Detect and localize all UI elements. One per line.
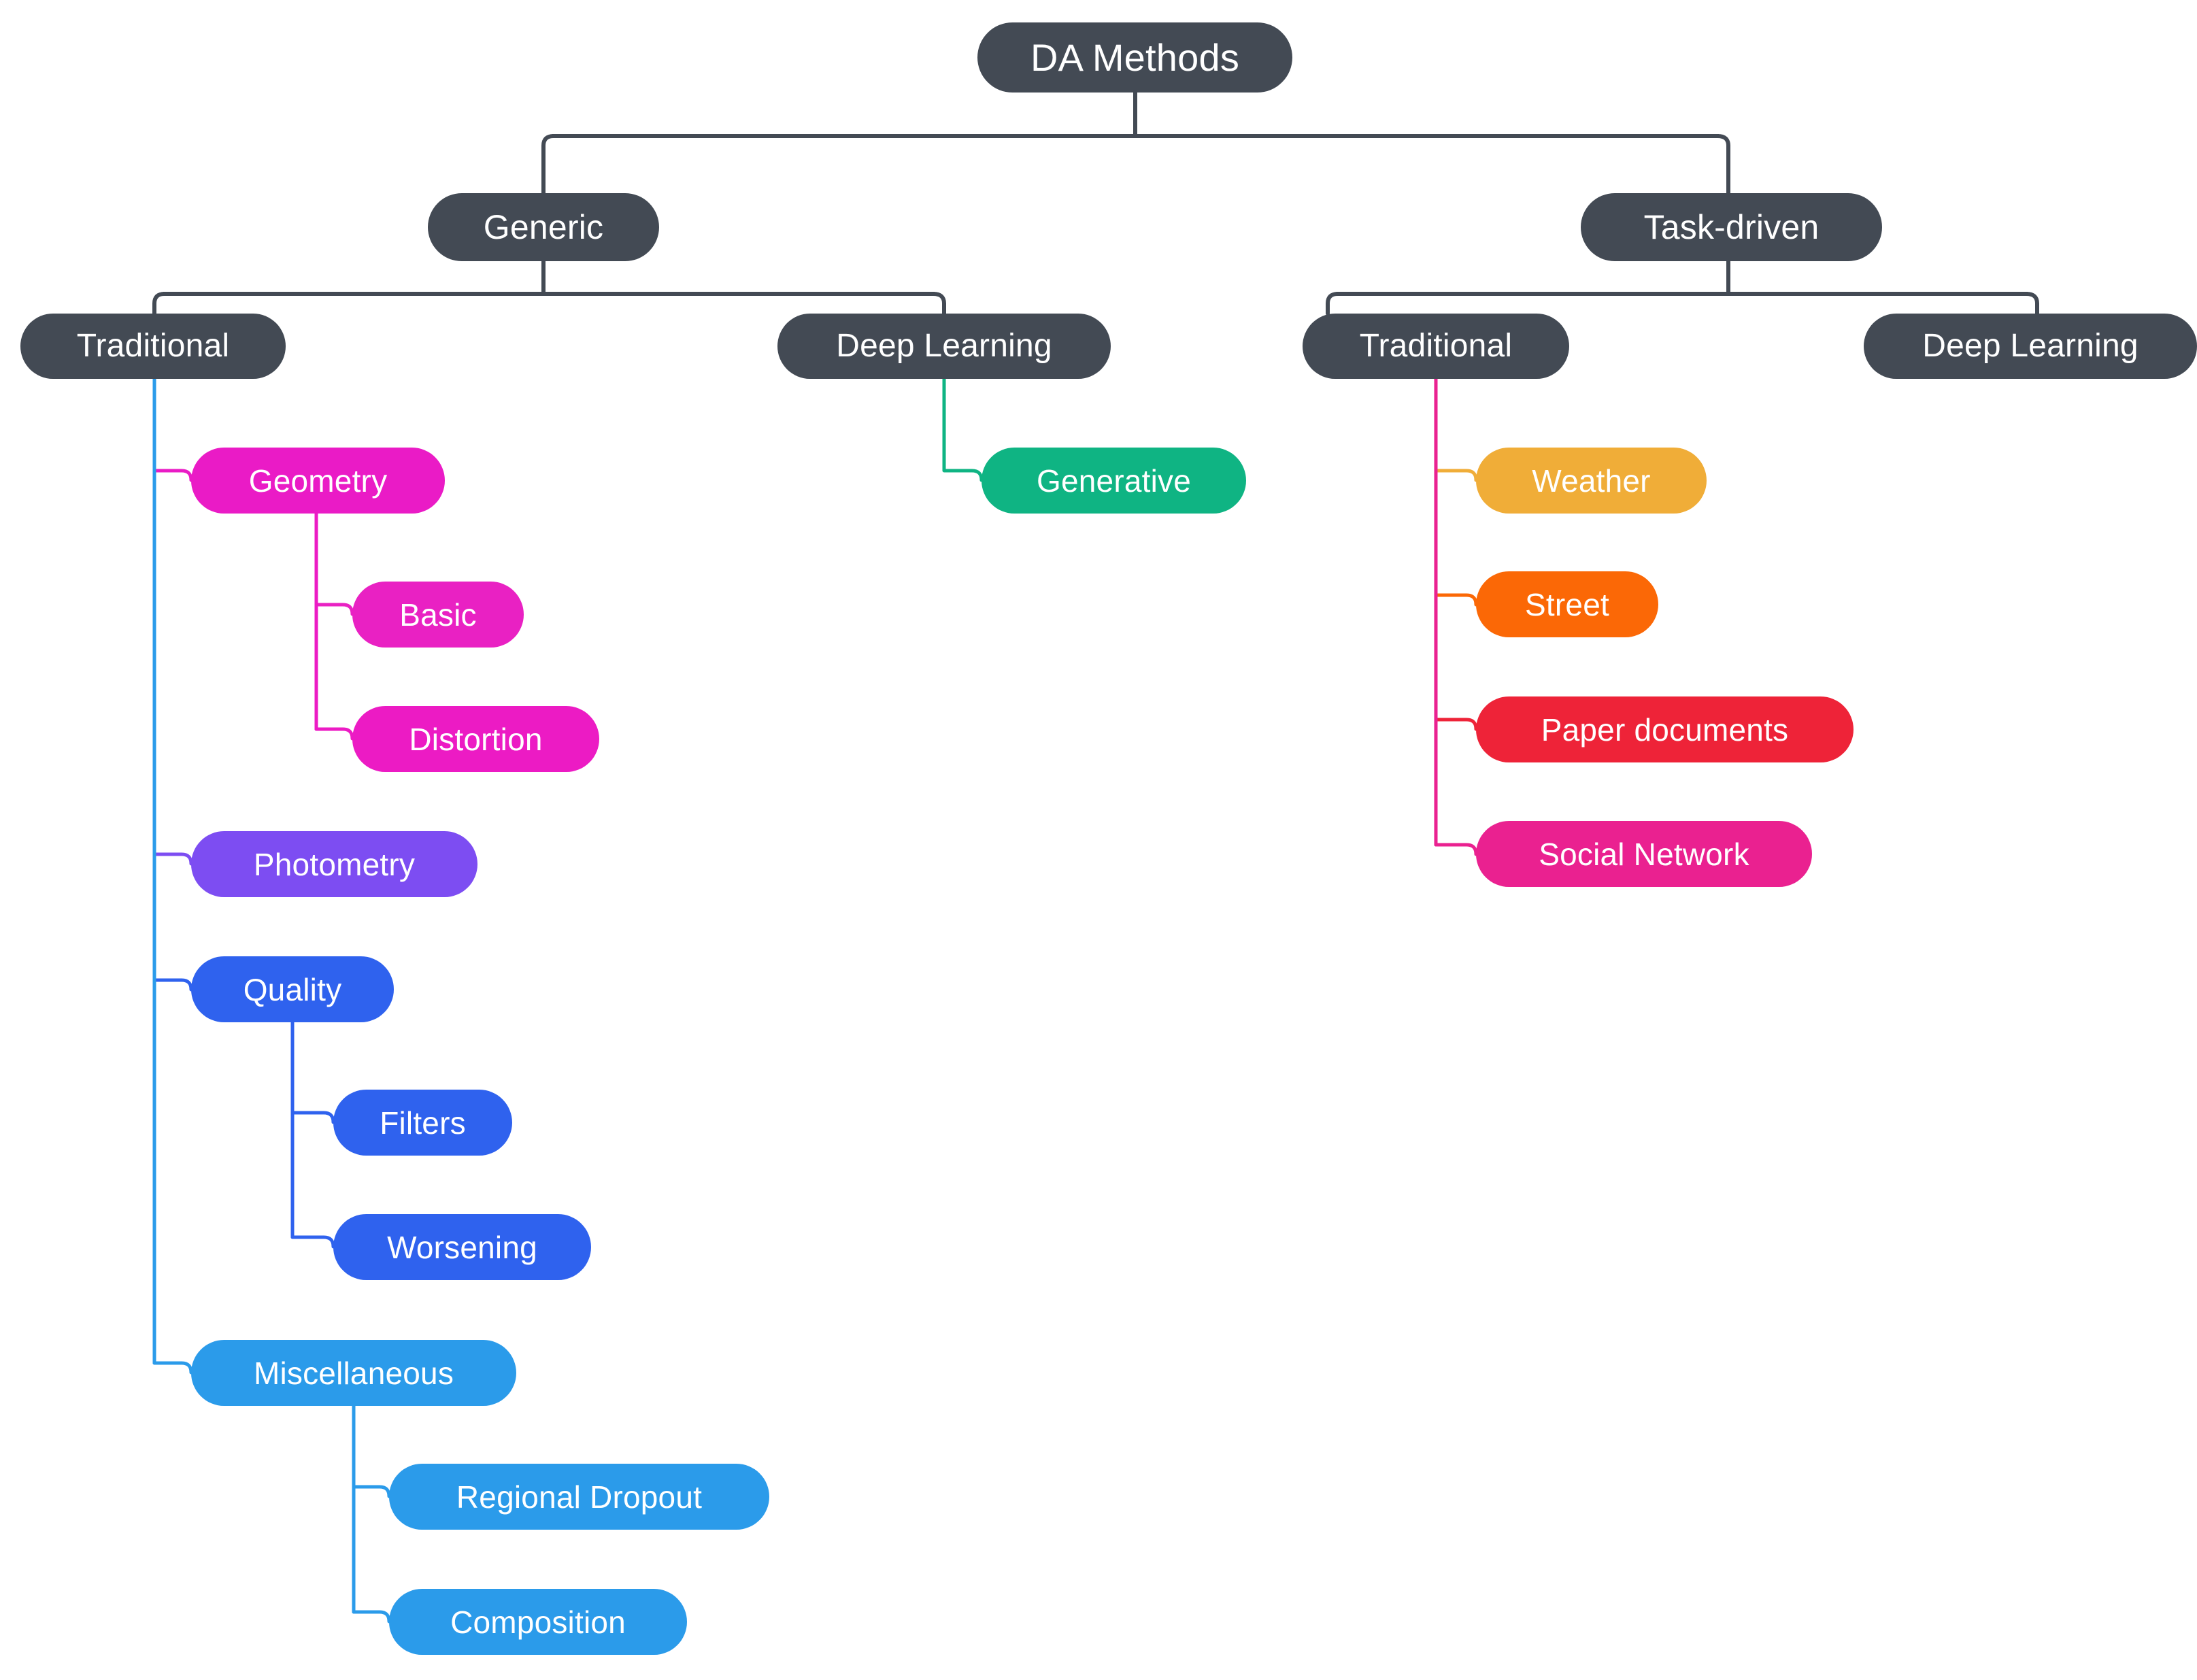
node-street[interactable]: Street bbox=[1476, 571, 1658, 637]
node-task-driven[interactable]: Task-driven bbox=[1581, 193, 1882, 261]
connector-miscellaneous-to-composition bbox=[352, 1610, 391, 1624]
node-worsening[interactable]: Worsening bbox=[333, 1214, 591, 1280]
node-label-generic: Generic bbox=[483, 208, 604, 246]
node-label-composition: Composition bbox=[450, 1604, 626, 1640]
connector-task-traditional-to-weather bbox=[1434, 469, 1478, 482]
node-generic-deep-learning[interactable]: Deep Learning bbox=[777, 314, 1111, 379]
node-label-generic-deep-learning: Deep Learning bbox=[836, 328, 1052, 364]
node-label-worsening: Worsening bbox=[387, 1229, 537, 1265]
node-da-methods[interactable]: DA Methods bbox=[977, 22, 1292, 93]
node-label-regional-dropout: Regional Dropout bbox=[456, 1479, 703, 1515]
node-label-photometry: Photometry bbox=[253, 846, 416, 882]
node-label-filters: Filters bbox=[380, 1105, 466, 1141]
node-generative[interactable]: Generative bbox=[982, 448, 1246, 514]
connector-generic-traditional-to-geometry bbox=[152, 469, 193, 482]
connector-generic-traditional-to-miscellaneous bbox=[152, 1361, 193, 1375]
node-label-task-deep-learning: Deep Learning bbox=[1922, 328, 2139, 364]
node-label-da-methods: DA Methods bbox=[1030, 35, 1240, 79]
connector-geometry-to-basic bbox=[314, 603, 354, 616]
node-weather[interactable]: Weather bbox=[1476, 448, 1707, 514]
node-composition[interactable]: Composition bbox=[389, 1589, 687, 1655]
node-label-task-traditional: Traditional bbox=[1359, 328, 1513, 364]
node-distortion[interactable]: Distortion bbox=[352, 706, 599, 772]
connector-generic-traditional-to-quality bbox=[152, 978, 193, 992]
connector-generic-traditional-to-photometry bbox=[152, 852, 193, 866]
connector-task-traditional-to-street bbox=[1434, 593, 1478, 607]
node-label-paper-documents: Paper documents bbox=[1541, 711, 1789, 747]
node-photometry[interactable]: Photometry bbox=[191, 831, 477, 897]
node-filters[interactable]: Filters bbox=[333, 1090, 512, 1156]
node-social-network[interactable]: Social Network bbox=[1476, 821, 1812, 887]
node-task-traditional[interactable]: Traditional bbox=[1303, 314, 1569, 379]
node-label-basic: Basic bbox=[399, 597, 477, 633]
node-label-quality: Quality bbox=[243, 971, 342, 1007]
node-generic-traditional[interactable]: Traditional bbox=[20, 314, 286, 379]
connector-task-driven-to-task-traditional bbox=[1326, 259, 2039, 316]
node-label-generative: Generative bbox=[1036, 463, 1191, 499]
node-geometry[interactable]: Geometry bbox=[191, 448, 445, 514]
node-label-generic-traditional: Traditional bbox=[76, 328, 230, 364]
connector-quality-to-filters bbox=[290, 1111, 335, 1124]
node-paper-documents[interactable]: Paper documents bbox=[1476, 696, 1854, 762]
node-label-task-driven: Task-driven bbox=[1643, 208, 1819, 246]
node-basic[interactable]: Basic bbox=[352, 582, 524, 648]
connector-quality-to-worsening bbox=[290, 1235, 335, 1249]
node-miscellaneous[interactable]: Miscellaneous bbox=[191, 1340, 516, 1406]
node-label-social-network: Social Network bbox=[1539, 836, 1749, 872]
node-task-deep-learning[interactable]: Deep Learning bbox=[1864, 314, 2197, 379]
node-regional-dropout[interactable]: Regional Dropout bbox=[389, 1464, 769, 1530]
connector-geometry-to-distortion bbox=[314, 727, 354, 741]
node-quality[interactable]: Quality bbox=[191, 956, 394, 1022]
connector-generic-deep-learning-to-generative bbox=[942, 377, 984, 482]
node-label-distortion: Distortion bbox=[409, 721, 543, 757]
connector-task-traditional-to-paper-documents bbox=[1434, 718, 1478, 731]
node-label-geometry: Geometry bbox=[248, 463, 388, 499]
node-label-weather: Weather bbox=[1532, 463, 1651, 499]
node-generic[interactable]: Generic bbox=[428, 193, 659, 261]
connector-generic-to-generic-traditional bbox=[152, 259, 946, 316]
node-label-street: Street bbox=[1525, 586, 1609, 622]
connector-miscellaneous-to-regional-dropout bbox=[352, 1485, 391, 1498]
node-label-miscellaneous: Miscellaneous bbox=[253, 1355, 454, 1391]
connector-da-methods-to-generic bbox=[541, 90, 1730, 195]
connector-task-traditional-to-social-network bbox=[1434, 843, 1478, 856]
